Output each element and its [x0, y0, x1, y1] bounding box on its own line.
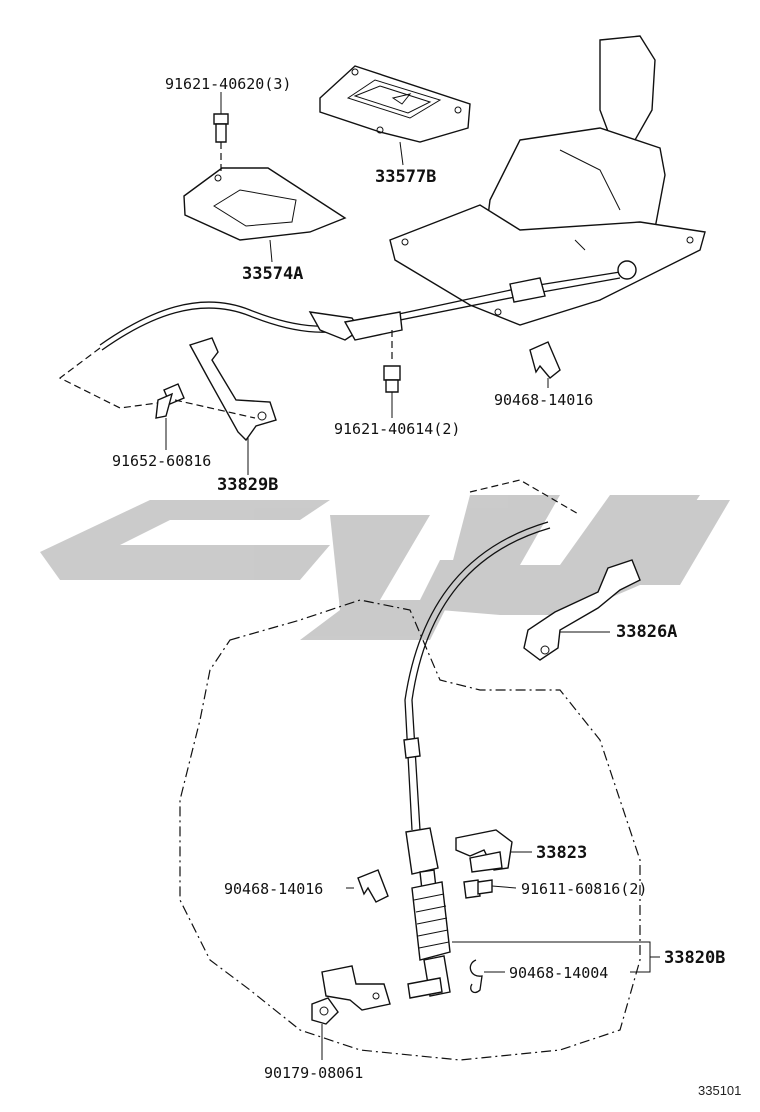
- part-33823-bracket: [455, 829, 513, 873]
- transmission-outline: [179, 599, 641, 1061]
- label-33829B: 33829B: [217, 475, 278, 495]
- clip-90468-14016-top: [529, 341, 561, 379]
- shifter-housing: [389, 35, 706, 326]
- clip-90468-14016-bottom: [357, 869, 389, 903]
- label-33577B: 33577B: [375, 167, 436, 187]
- shift-cable-upper: [99, 260, 637, 351]
- part-33829B-bracket: [188, 337, 277, 442]
- leader-lines: [165, 92, 660, 1060]
- label-90468-14016-bottom: 90468-14016: [224, 880, 323, 898]
- bolt-91621-40620: [213, 113, 229, 175]
- shift-cable-lower: [403, 521, 551, 999]
- part-33826A-bracket: [523, 559, 641, 661]
- bolt-91652-60816: [155, 383, 256, 419]
- label-33820B: 33820B: [664, 948, 725, 968]
- label-91652-60816: 91652-60816: [112, 452, 211, 470]
- label-33574A: 33574A: [242, 264, 303, 284]
- label-91621-40614: 91621-40614(2): [334, 420, 460, 438]
- lower-bracket: [321, 965, 391, 1011]
- label-91621-40620: 91621-40620(3): [165, 75, 291, 93]
- label-90468-14004: 90468-14004: [509, 964, 608, 982]
- clip-90468-14004: [469, 959, 483, 994]
- nut-90179-08061: [311, 997, 339, 1025]
- diagram-id: 335101: [698, 1083, 741, 1098]
- dashed-route-right: [469, 479, 581, 516]
- part-33577B-boot: [319, 65, 471, 143]
- dashed-route-left: [58, 347, 166, 409]
- label-90468-14016-top: 90468-14016: [494, 391, 593, 409]
- bolt-91621-40614: [383, 330, 401, 393]
- label-33823: 33823: [536, 843, 587, 863]
- bolt-91611-60816: [463, 879, 493, 899]
- label-90179-08061: 90179-08061: [264, 1064, 363, 1082]
- label-91611-60816: 91611-60816(2): [521, 880, 647, 898]
- label-33826A: 33826A: [616, 622, 677, 642]
- part-33574A-plate: [183, 167, 347, 241]
